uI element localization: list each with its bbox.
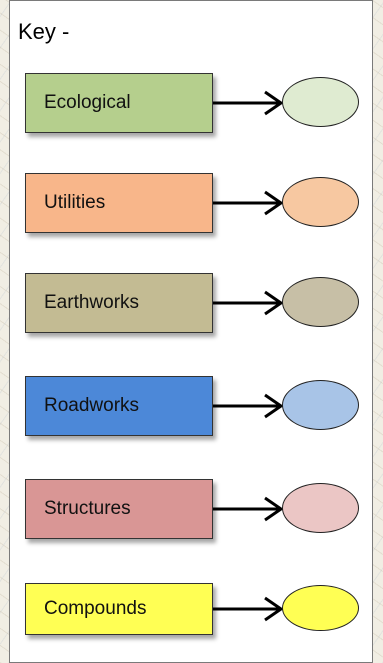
compounds-swatch: Compounds (25, 583, 213, 635)
key-row-utilities: Utilities (10, 173, 372, 235)
roadworks-label: Roadworks (44, 395, 140, 416)
arrow-icon (213, 190, 284, 216)
roadworks-swatch: Roadworks (25, 376, 213, 436)
structures-label: Structures (44, 498, 131, 519)
key-title: Key - (18, 19, 70, 44)
compounds-label: Compounds (44, 598, 147, 619)
earthworks-swatch: Earthworks (25, 273, 213, 333)
key-row-earthworks: Earthworks (10, 273, 372, 335)
ecological-circle (282, 77, 359, 127)
arrow-icon (213, 393, 284, 419)
arrow-icon (213, 596, 284, 622)
arrow-icon (213, 290, 284, 316)
roadworks-circle (282, 380, 359, 430)
key-panel: Key - Ecological Utilities Earthworks (9, 0, 373, 663)
earthworks-label: Earthworks (44, 292, 140, 313)
utilities-label: Utilities (44, 192, 106, 213)
structures-swatch: Structures (25, 479, 213, 539)
compounds-circle (282, 585, 359, 631)
key-row-ecological: Ecological (10, 73, 372, 135)
key-row-compounds: Compounds (10, 583, 372, 645)
earthworks-circle (282, 277, 359, 327)
key-row-roadworks: Roadworks (10, 376, 372, 438)
ecological-swatch: Ecological (25, 73, 213, 133)
key-row-structures: Structures (10, 479, 372, 541)
arrow-icon (213, 90, 284, 116)
ecological-label: Ecological (44, 92, 131, 113)
utilities-circle (282, 177, 359, 227)
structures-circle (282, 483, 359, 533)
arrow-icon (213, 496, 284, 522)
utilities-swatch: Utilities (25, 173, 213, 233)
